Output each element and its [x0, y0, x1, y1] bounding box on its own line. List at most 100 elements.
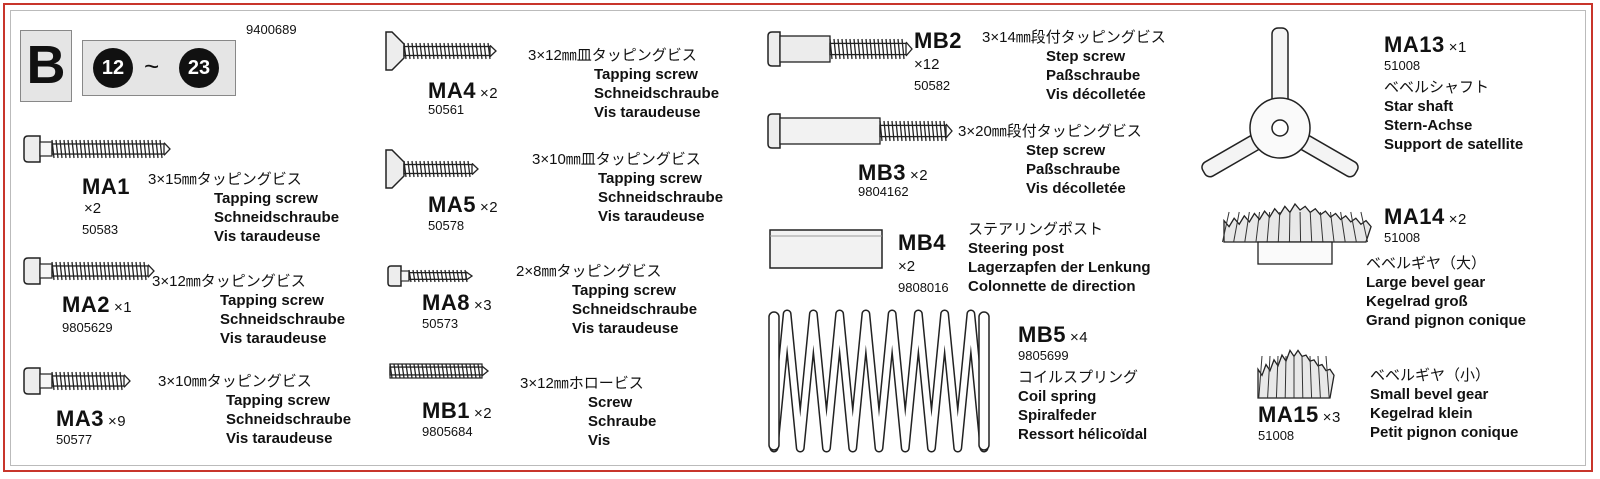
- mb3-en: Step screw: [1026, 142, 1106, 159]
- mb5-jp: コイルスプリング: [1018, 369, 1139, 386]
- ma15-code: MA15: [1258, 402, 1319, 427]
- ma2-de: Schneidschraube: [220, 311, 346, 328]
- sheet-number: 9400689: [246, 22, 297, 37]
- ma1-jp: 3×15㎜タッピングビス: [148, 171, 302, 188]
- ma13-part-number: 51008: [1384, 58, 1421, 73]
- mb1-fr: Vis: [588, 432, 611, 449]
- ma2-quantity: ×1: [113, 299, 133, 316]
- step-to-number: 23: [179, 48, 219, 88]
- ma4-quantity: ×2: [479, 85, 499, 102]
- ma13-description: ベベルシャフト Star shaft Stern-Achse Support d…: [1384, 78, 1523, 154]
- mb4-jp: ステアリングポスト: [968, 221, 1104, 238]
- mb3-jp: 3×20㎜段付タッピングビス: [958, 123, 1142, 140]
- mb1-en: Screw: [588, 394, 633, 411]
- mb2-description: 3×14㎜段付タッピングビス Step screw Paßschraube Vi…: [982, 28, 1166, 104]
- mb5-code: MB5: [1018, 322, 1066, 347]
- mb2-quantity: ×12: [914, 56, 940, 73]
- ma15-code-line: MA15×3: [1258, 402, 1341, 428]
- ma15-part-number: 51008: [1258, 428, 1295, 443]
- ma1-en: Tapping screw: [214, 190, 318, 207]
- mb4-fr: Colonnette de direction: [968, 278, 1136, 295]
- mb5-description: コイルスプリング Coil spring Spiralfeder Ressort…: [1018, 368, 1147, 444]
- ma13-fr: Support de satellite: [1384, 136, 1524, 153]
- ma2-code-line: MA2×1: [62, 292, 132, 318]
- ma8-en: Tapping screw: [572, 282, 676, 299]
- ma3-part-number: 50577: [56, 432, 93, 447]
- ma5-jp: 3×10㎜皿タッピングビス: [532, 151, 701, 168]
- mb3-fr: Vis décolletée: [1026, 180, 1126, 197]
- mb4-quantity: ×2: [898, 258, 916, 275]
- mb3-code: MB3: [858, 160, 906, 185]
- ma4-part-number: 50561: [428, 102, 465, 117]
- mb3-description: 3×20㎜段付タッピングビス Step screw Paßschraube Vi…: [958, 122, 1142, 198]
- ma3-code-line: MA3×9: [56, 406, 126, 432]
- ma14-fr: Grand pignon conique: [1366, 312, 1526, 329]
- ma13-quantity: ×1: [1448, 39, 1467, 56]
- ma4-en: Tapping screw: [594, 66, 698, 83]
- ma1-de: Schneidschraube: [214, 209, 340, 226]
- ma1-description: 3×15㎜タッピングビス Tapping screw Schneidschrau…: [148, 170, 339, 246]
- mb2-code: MB2: [914, 28, 962, 53]
- mb4-de: Lagerzapfen der Lenkung: [968, 259, 1151, 276]
- mb2-de: Paßschraube: [1046, 67, 1141, 84]
- ma1-screw-drawing: [23, 135, 171, 163]
- mb1-code-line: MB1×2: [422, 398, 492, 424]
- mb3-part-number: 9804162: [858, 184, 909, 199]
- ma8-quantity: ×3: [473, 297, 493, 314]
- mb5-part-number: 9805699: [1018, 348, 1069, 363]
- mb1-screw-drawing: [389, 363, 490, 379]
- mb1-jp: 3×12㎜ホロービス: [520, 375, 644, 392]
- ma15-description: ベベルギヤ（小） Small bevel gear Kegelrad klein…: [1370, 366, 1518, 442]
- ma14-large-bevel-gear-drawing: [1221, 202, 1372, 265]
- mb5-de: Spiralfeder: [1018, 407, 1097, 424]
- ma14-part-number: 51008: [1384, 230, 1421, 245]
- ma14-code-line: MA14×2: [1384, 204, 1467, 230]
- ma3-fr: Vis taraudeuse: [226, 430, 333, 447]
- ma8-description: 2×8㎜タッピングビス Tapping screw Schneidschraub…: [516, 262, 697, 338]
- ma14-en: Large bevel gear: [1366, 274, 1486, 291]
- ma8-code: MA8: [422, 290, 470, 315]
- ma13-en: Star shaft: [1384, 98, 1454, 115]
- mb4-en: Steering post: [968, 240, 1064, 257]
- mb4-part-number: 9808016: [898, 280, 949, 295]
- ma8-part-number: 50573: [422, 316, 459, 331]
- ma8-de: Schneidschraube: [572, 301, 698, 318]
- ma8-code-line: MA8×3: [422, 290, 492, 316]
- mb4-description: ステアリングポスト Steering post Lagerzapfen der …: [968, 220, 1151, 296]
- ma2-screw-drawing: [23, 257, 155, 285]
- mb3-screw-drawing: [767, 113, 953, 149]
- ma15-de: Kegelrad klein: [1370, 405, 1473, 422]
- ma5-de: Schneidschraube: [598, 189, 724, 206]
- ma5-description: 3×10㎜皿タッピングビス Tapping screw Schneidschra…: [532, 150, 723, 226]
- ma8-fr: Vis taraudeuse: [572, 320, 679, 337]
- ma2-code: MA2: [62, 292, 110, 317]
- ma3-description: 3×10㎜タッピングビス Tapping screw Schneidschrau…: [158, 372, 351, 448]
- ma5-quantity: ×2: [479, 199, 499, 216]
- ma1-quantity: ×2: [84, 200, 102, 217]
- ma4-jp: 3×12㎜皿タッピングビス: [528, 47, 697, 64]
- ma15-en: Small bevel gear: [1370, 386, 1489, 403]
- ma4-fr: Vis taraudeuse: [594, 104, 701, 121]
- mb4-code: MB4: [898, 230, 946, 255]
- mb2-fr: Vis décolletée: [1046, 86, 1146, 103]
- mb2-jp: 3×14㎜段付タッピングビス: [982, 29, 1166, 46]
- ma3-de: Schneidschraube: [226, 411, 352, 428]
- ma15-quantity: ×3: [1322, 409, 1341, 426]
- mb1-description: 3×12㎜ホロービス Screw Schraube Vis: [520, 374, 656, 450]
- section-letter-badge: B: [20, 30, 72, 102]
- ma15-small-bevel-gear-drawing: [1257, 348, 1335, 399]
- mb4-steering-post-drawing: [769, 229, 883, 269]
- mb1-quantity: ×2: [473, 405, 493, 422]
- ma5-code-line: MA5×2: [428, 192, 498, 218]
- mb5-en: Coil spring: [1018, 388, 1097, 405]
- ma3-quantity: ×9: [107, 413, 127, 430]
- ma14-quantity: ×2: [1448, 211, 1467, 228]
- ma2-fr: Vis taraudeuse: [220, 330, 327, 347]
- ma13-code-line: MA13×1: [1384, 32, 1467, 58]
- ma1-fr: Vis taraudeuse: [214, 228, 321, 245]
- mb3-de: Paßschraube: [1026, 161, 1121, 178]
- ma2-en: Tapping screw: [220, 292, 324, 309]
- ma5-fr: Vis taraudeuse: [598, 208, 705, 225]
- ma5-part-number: 50578: [428, 218, 465, 233]
- step-from-number: 12: [93, 48, 133, 88]
